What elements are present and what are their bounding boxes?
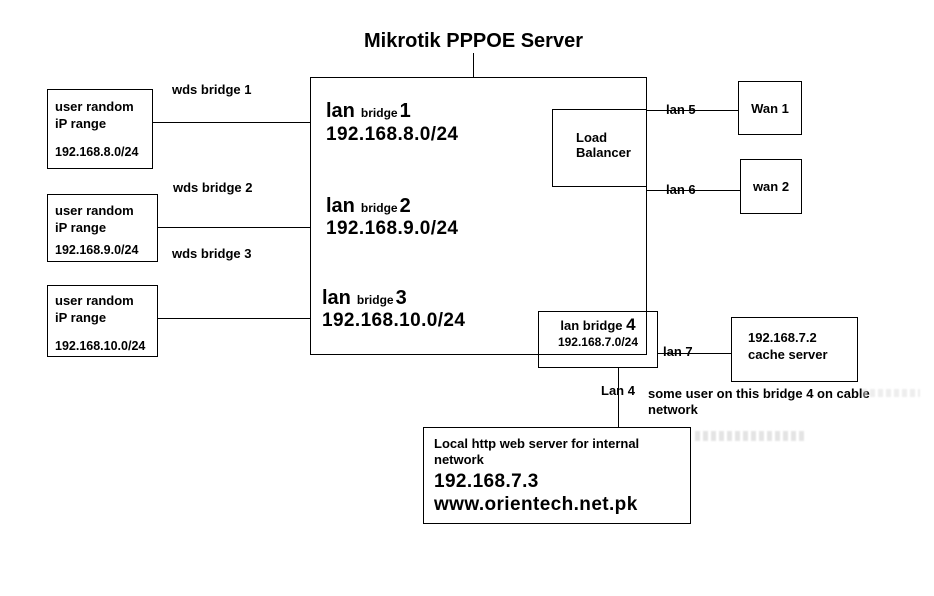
user-box2-line2: iP range xyxy=(55,220,107,235)
bridge4-note-line1: some user on this bridge 4 on cable xyxy=(648,386,870,401)
bridge3-number: 3 xyxy=(395,287,407,309)
lan6-line xyxy=(647,190,740,191)
wan2-label: wan 2 xyxy=(752,179,790,194)
bridge4-note: some user on this bridge 4 on cable netw… xyxy=(648,386,870,418)
wan2-box: wan 2 xyxy=(740,159,802,214)
bridge2-word-lan: lan xyxy=(326,195,355,217)
user-box1-ip: 192.168.8.0/24 xyxy=(55,145,139,159)
lan7-line xyxy=(658,353,731,354)
lan4-line xyxy=(618,368,619,427)
faint-watermark xyxy=(695,431,807,441)
cache-server-box: 192.168.7.2 cache server xyxy=(731,317,858,382)
bridge2-number: 2 xyxy=(399,195,411,217)
web-server-url: www.orientech.net.pk xyxy=(434,494,638,515)
diagram-title: Mikrotik PPPOE Server xyxy=(364,30,583,52)
user-box1-line1: user random xyxy=(55,99,134,114)
load-balancer-label-line1: Load xyxy=(576,130,608,145)
cache-server-name: cache server xyxy=(748,347,828,362)
lan-bridge4-box: lan bridge 4 192.168.7.0/24 xyxy=(538,311,658,368)
lan7-label: lan 7 xyxy=(663,344,693,359)
load-balancer-box: Load Balancer xyxy=(552,109,647,187)
lan5-label: lan 5 xyxy=(666,102,696,117)
lan-bridge4-ip: 192.168.7.0/24 xyxy=(557,335,639,349)
user-box2-line1: user random xyxy=(55,203,134,218)
bridge1-number: 1 xyxy=(399,100,411,122)
wan1-box: Wan 1 xyxy=(738,81,802,135)
web-server-line2: network xyxy=(434,452,484,467)
cache-server-ip: 192.168.7.2 xyxy=(748,330,817,345)
web-server-box: Local http web server for internal netwo… xyxy=(423,427,691,524)
wds-bridge2-label: wds bridge 2 xyxy=(173,180,253,195)
lan5-line xyxy=(647,110,738,111)
wds-bridge3-line xyxy=(158,318,310,319)
user-box3-line2: iP range xyxy=(55,310,107,325)
bridge4-word: lan bridge xyxy=(560,318,623,333)
pppoe-server-box xyxy=(310,77,647,355)
lan-bridge1-ip: 192.168.8.0/24 xyxy=(326,124,459,145)
wds-bridge2-line xyxy=(158,227,310,228)
wan1-label: Wan 1 xyxy=(751,100,789,116)
lan-bridge3-ip: 192.168.10.0/24 xyxy=(322,310,466,331)
web-server-ip: 192.168.7.3 xyxy=(434,471,539,492)
user-range-box-2: user random iP range 192.168.9.0/24 xyxy=(47,194,158,262)
bridge3-word-bridge: bridge xyxy=(356,293,394,307)
web-server-line1: Local http web server for internal xyxy=(434,436,640,451)
bridge3-word-lan: lan xyxy=(322,287,351,309)
wds-bridge1-line xyxy=(153,122,310,123)
user-range-box-3: user random iP range 192.168.10.0/24 xyxy=(47,285,158,357)
bridge4-note-line2: network xyxy=(648,402,698,417)
bridge1-word-lan: lan xyxy=(326,100,355,122)
user-range-box-1: user random iP range 192.168.8.0/24 xyxy=(47,89,153,169)
lan6-label: lan 6 xyxy=(666,182,696,197)
user-box2-ip: 192.168.9.0/24 xyxy=(55,243,139,257)
load-balancer-label-line2: Balancer xyxy=(576,145,631,160)
user-box1-line2: iP range xyxy=(55,116,107,131)
user-box3-ip: 192.168.10.0/24 xyxy=(55,339,146,353)
user-box3-line1: user random xyxy=(55,293,134,308)
wds-bridge1-label: wds bridge 1 xyxy=(172,82,252,97)
lan-bridge2-ip: 192.168.9.0/24 xyxy=(326,218,459,239)
lan-bridge4-label: lan bridge 4 xyxy=(539,315,657,335)
bridge2-word-bridge: bridge xyxy=(360,201,398,215)
bridge1-word-bridge: bridge xyxy=(360,106,398,120)
wds-bridge3-label: wds bridge 3 xyxy=(172,246,252,261)
bridge4-number: 4 xyxy=(626,315,636,334)
lan4-label: Lan 4 xyxy=(601,383,635,398)
title-connector-line xyxy=(473,53,474,77)
faint-watermark-2 xyxy=(862,389,920,397)
